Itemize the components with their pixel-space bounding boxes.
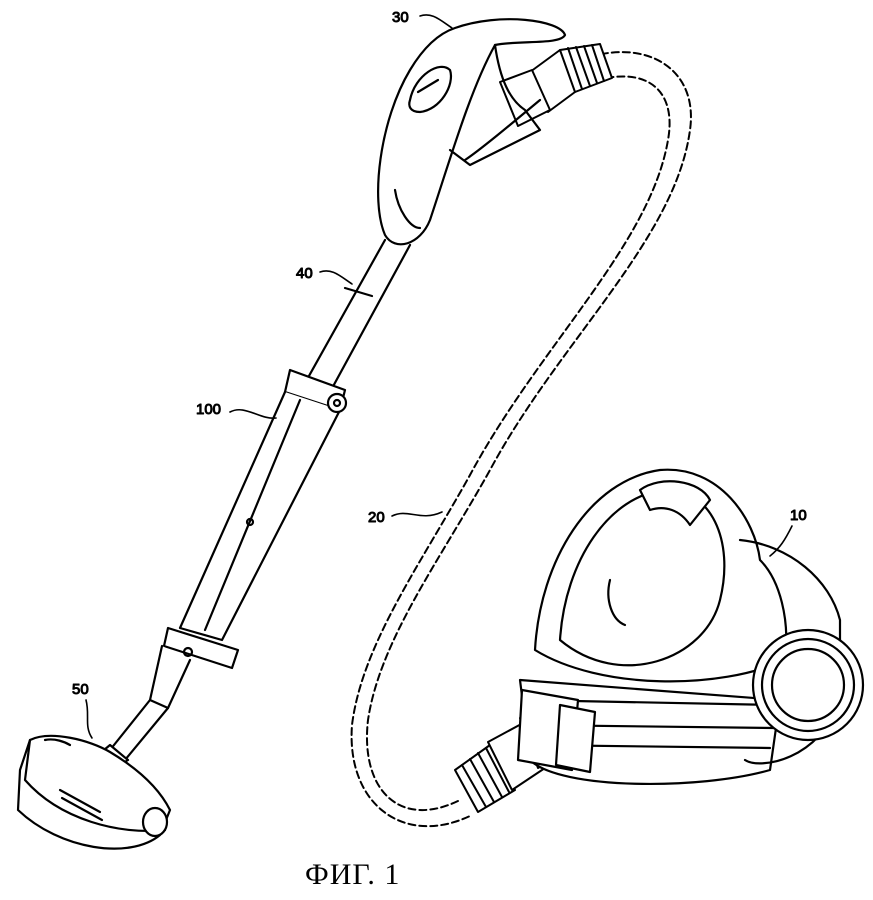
pipe-assembly <box>162 368 348 670</box>
hose-handle-connector <box>499 43 613 127</box>
label-30: 30 <box>392 9 409 26</box>
main-body <box>516 468 865 786</box>
hose <box>350 51 692 828</box>
lower-pipe <box>96 644 192 772</box>
label-100: 100 <box>196 401 221 418</box>
extension-pipe <box>298 238 412 394</box>
reference-labels: 30 40 100 20 10 50 <box>72 9 807 739</box>
label-40: 40 <box>296 265 313 282</box>
label-20: 20 <box>368 509 385 526</box>
figure-caption: ФИГ. 1 <box>305 858 401 891</box>
label-10: 10 <box>790 507 807 524</box>
handle <box>377 18 567 246</box>
label-50: 50 <box>72 681 89 698</box>
suction-nozzle <box>16 734 172 850</box>
